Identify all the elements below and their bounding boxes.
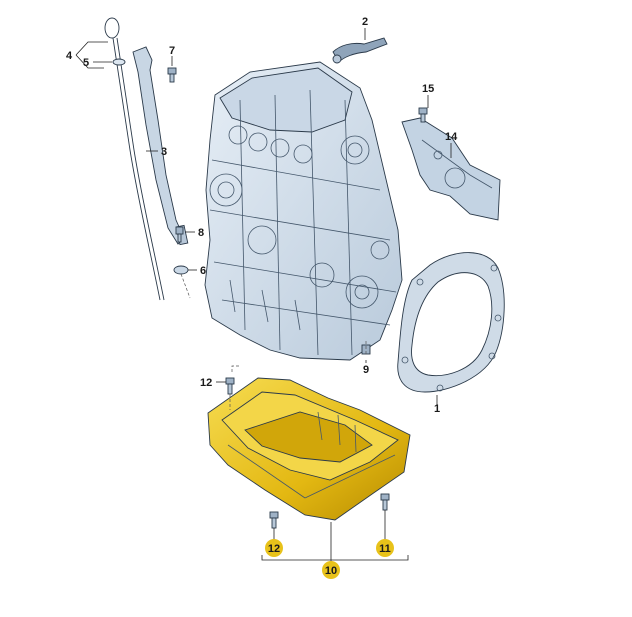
callout-4: 4: [66, 50, 73, 62]
callout-5: 5: [83, 57, 89, 69]
bolt-7-icon: [167, 67, 177, 83]
callout-6: 6: [200, 265, 206, 277]
callout-12-upper: 12: [200, 377, 212, 389]
callout-14: 14: [445, 131, 458, 143]
bolt-15-icon: [418, 107, 428, 123]
callout-9: 9: [363, 364, 369, 376]
oil-pan-icon: [207, 377, 411, 521]
highlighted-callouts: 12 11 10: [265, 539, 394, 579]
callout-7: 7: [169, 45, 175, 57]
gasket-icon: [397, 252, 505, 393]
breather-hose-icon: [332, 37, 388, 64]
callout-11-badge: 11: [376, 539, 394, 557]
callout-12-lower: 12: [268, 543, 280, 555]
engine-block-icon: [204, 61, 403, 361]
callout-10: 10: [325, 565, 337, 577]
bolt-12-upper-icon: [225, 377, 235, 395]
leader-lines: [75, 28, 452, 562]
o-ring-6-icon: [173, 265, 189, 275]
callout-12-lower-badge: 12: [265, 539, 283, 557]
bolt-12-lower-icon: [269, 511, 279, 529]
engine-ribs: [209, 89, 397, 356]
callout-1: 1: [434, 403, 440, 415]
bolt-8-icon: [175, 226, 184, 243]
callout-2: 2: [362, 16, 368, 28]
callout-11: 11: [379, 543, 391, 555]
bolt-11-icon: [380, 493, 390, 511]
engine-cam-details: [209, 125, 390, 309]
callout-3: 3: [161, 146, 167, 158]
callout-15: 15: [422, 83, 434, 95]
dipstick-icon: [104, 17, 165, 301]
callout-8: 8: [198, 227, 204, 239]
cover-plate-14-icon: [401, 117, 501, 221]
callout-10-badge: 10: [322, 561, 340, 579]
callout-labels: 1 2 3 4 5 6 7 8 9 14 15 12: [66, 16, 458, 415]
